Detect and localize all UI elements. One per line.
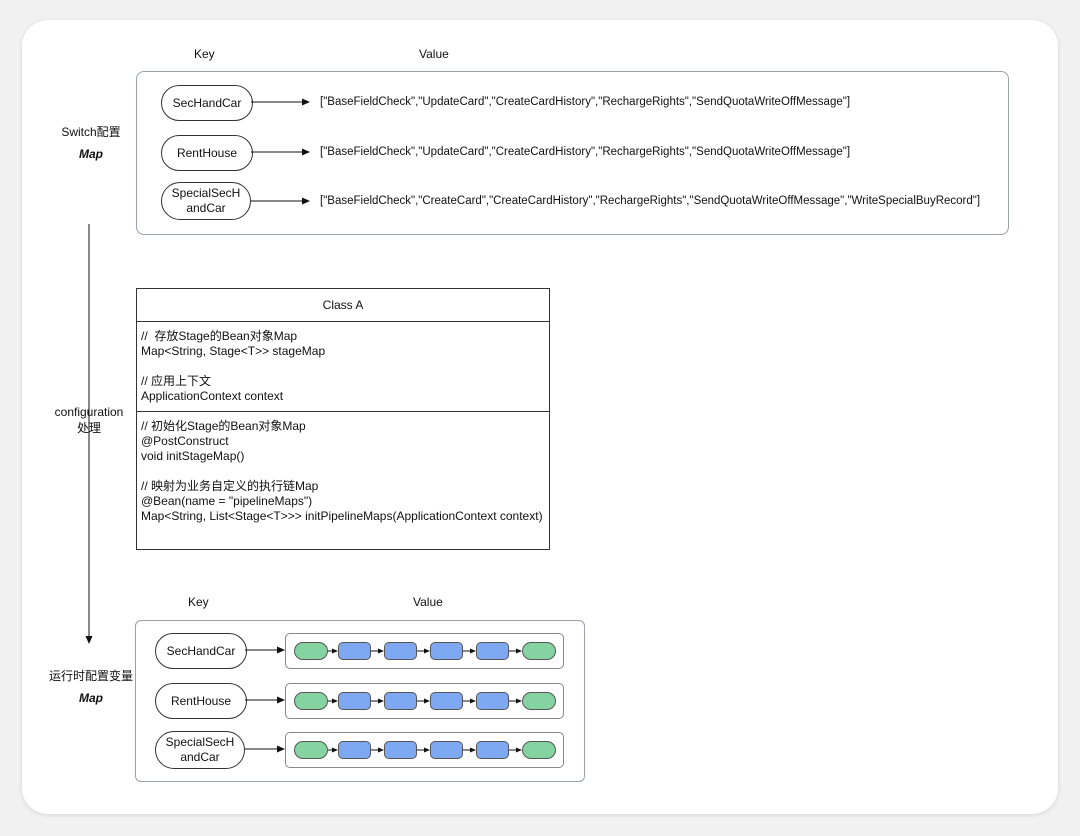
top-value-header: Value bbox=[419, 47, 449, 61]
pipeline-chain-sechandcar bbox=[285, 633, 564, 669]
switch-config-label-line1: Switch配置 bbox=[61, 125, 121, 139]
top-key-specialsechandcar-text: SpecialSecHandCar bbox=[171, 186, 241, 215]
stage-node-green bbox=[294, 741, 328, 759]
stage-node-green bbox=[294, 692, 328, 710]
stage-arrows bbox=[328, 747, 522, 753]
stage-node-blue bbox=[384, 692, 417, 710]
switch-config-label-line2: Map bbox=[79, 147, 103, 161]
stage-node-blue bbox=[338, 642, 371, 660]
switch-config-map-box bbox=[136, 71, 1009, 235]
top-key-sechandcar: SecHandCar bbox=[161, 85, 253, 121]
class-a-title: Class A bbox=[137, 289, 549, 322]
bottom-value-header: Value bbox=[413, 595, 443, 609]
runtime-config-label-line1: 运行时配置变量 bbox=[48, 669, 133, 683]
bottom-key-header: Key bbox=[188, 595, 209, 609]
stage-node-blue bbox=[384, 642, 417, 660]
top-value-sechandcar: ["BaseFieldCheck","UpdateCard","CreateCa… bbox=[320, 96, 851, 108]
stage-node-blue bbox=[338, 692, 371, 710]
pipeline-chain-specialsechandcar bbox=[285, 732, 564, 768]
stage-node-blue bbox=[338, 741, 371, 759]
stage-node-blue bbox=[430, 642, 463, 660]
stage-node-green bbox=[522, 642, 556, 660]
class-a-box: Class A // 存放Stage的Bean对象Map Map<String,… bbox=[136, 288, 550, 550]
stage-node-green bbox=[294, 642, 328, 660]
bottom-key-specialsechandcar: SpecialSecHandCar bbox=[155, 731, 245, 769]
top-key-specialsechandcar: SpecialSecHandCar bbox=[161, 182, 251, 220]
pipeline-chain-renthouse bbox=[285, 683, 564, 719]
runtime-config-label: 运行时配置变量 Map bbox=[46, 668, 136, 706]
stage-arrows bbox=[328, 698, 522, 704]
bottom-key-specialsechandcar-text: SpecialSecHandCar bbox=[165, 735, 235, 764]
top-value-renthouse: ["BaseFieldCheck","UpdateCard","CreateCa… bbox=[320, 146, 851, 158]
runtime-config-label-line2: Map bbox=[79, 691, 103, 705]
stage-node-blue bbox=[430, 741, 463, 759]
bottom-key-sechandcar: SecHandCar bbox=[155, 633, 247, 669]
bottom-key-renthouse: RentHouse bbox=[155, 683, 247, 719]
stage-node-blue bbox=[476, 692, 509, 710]
top-key-renthouse: RentHouse bbox=[161, 135, 253, 171]
stage-arrows bbox=[328, 648, 522, 654]
switch-config-label: Switch配置 Map bbox=[48, 124, 134, 162]
stage-node-green bbox=[522, 741, 556, 759]
stage-node-blue bbox=[384, 741, 417, 759]
stage-node-green bbox=[522, 692, 556, 710]
class-a-methods: // 初始化Stage的Bean对象Map @PostConstruct voi… bbox=[141, 419, 543, 523]
top-key-header: Key bbox=[194, 47, 215, 61]
stage-node-blue bbox=[476, 642, 509, 660]
class-a-fields: // 存放Stage的Bean对象Map Map<String, Stage<T… bbox=[137, 322, 549, 412]
stage-node-blue bbox=[476, 741, 509, 759]
top-value-specialsechandcar: ["BaseFieldCheck","CreateCard","CreateCa… bbox=[320, 195, 981, 207]
stage-node-blue bbox=[430, 692, 463, 710]
